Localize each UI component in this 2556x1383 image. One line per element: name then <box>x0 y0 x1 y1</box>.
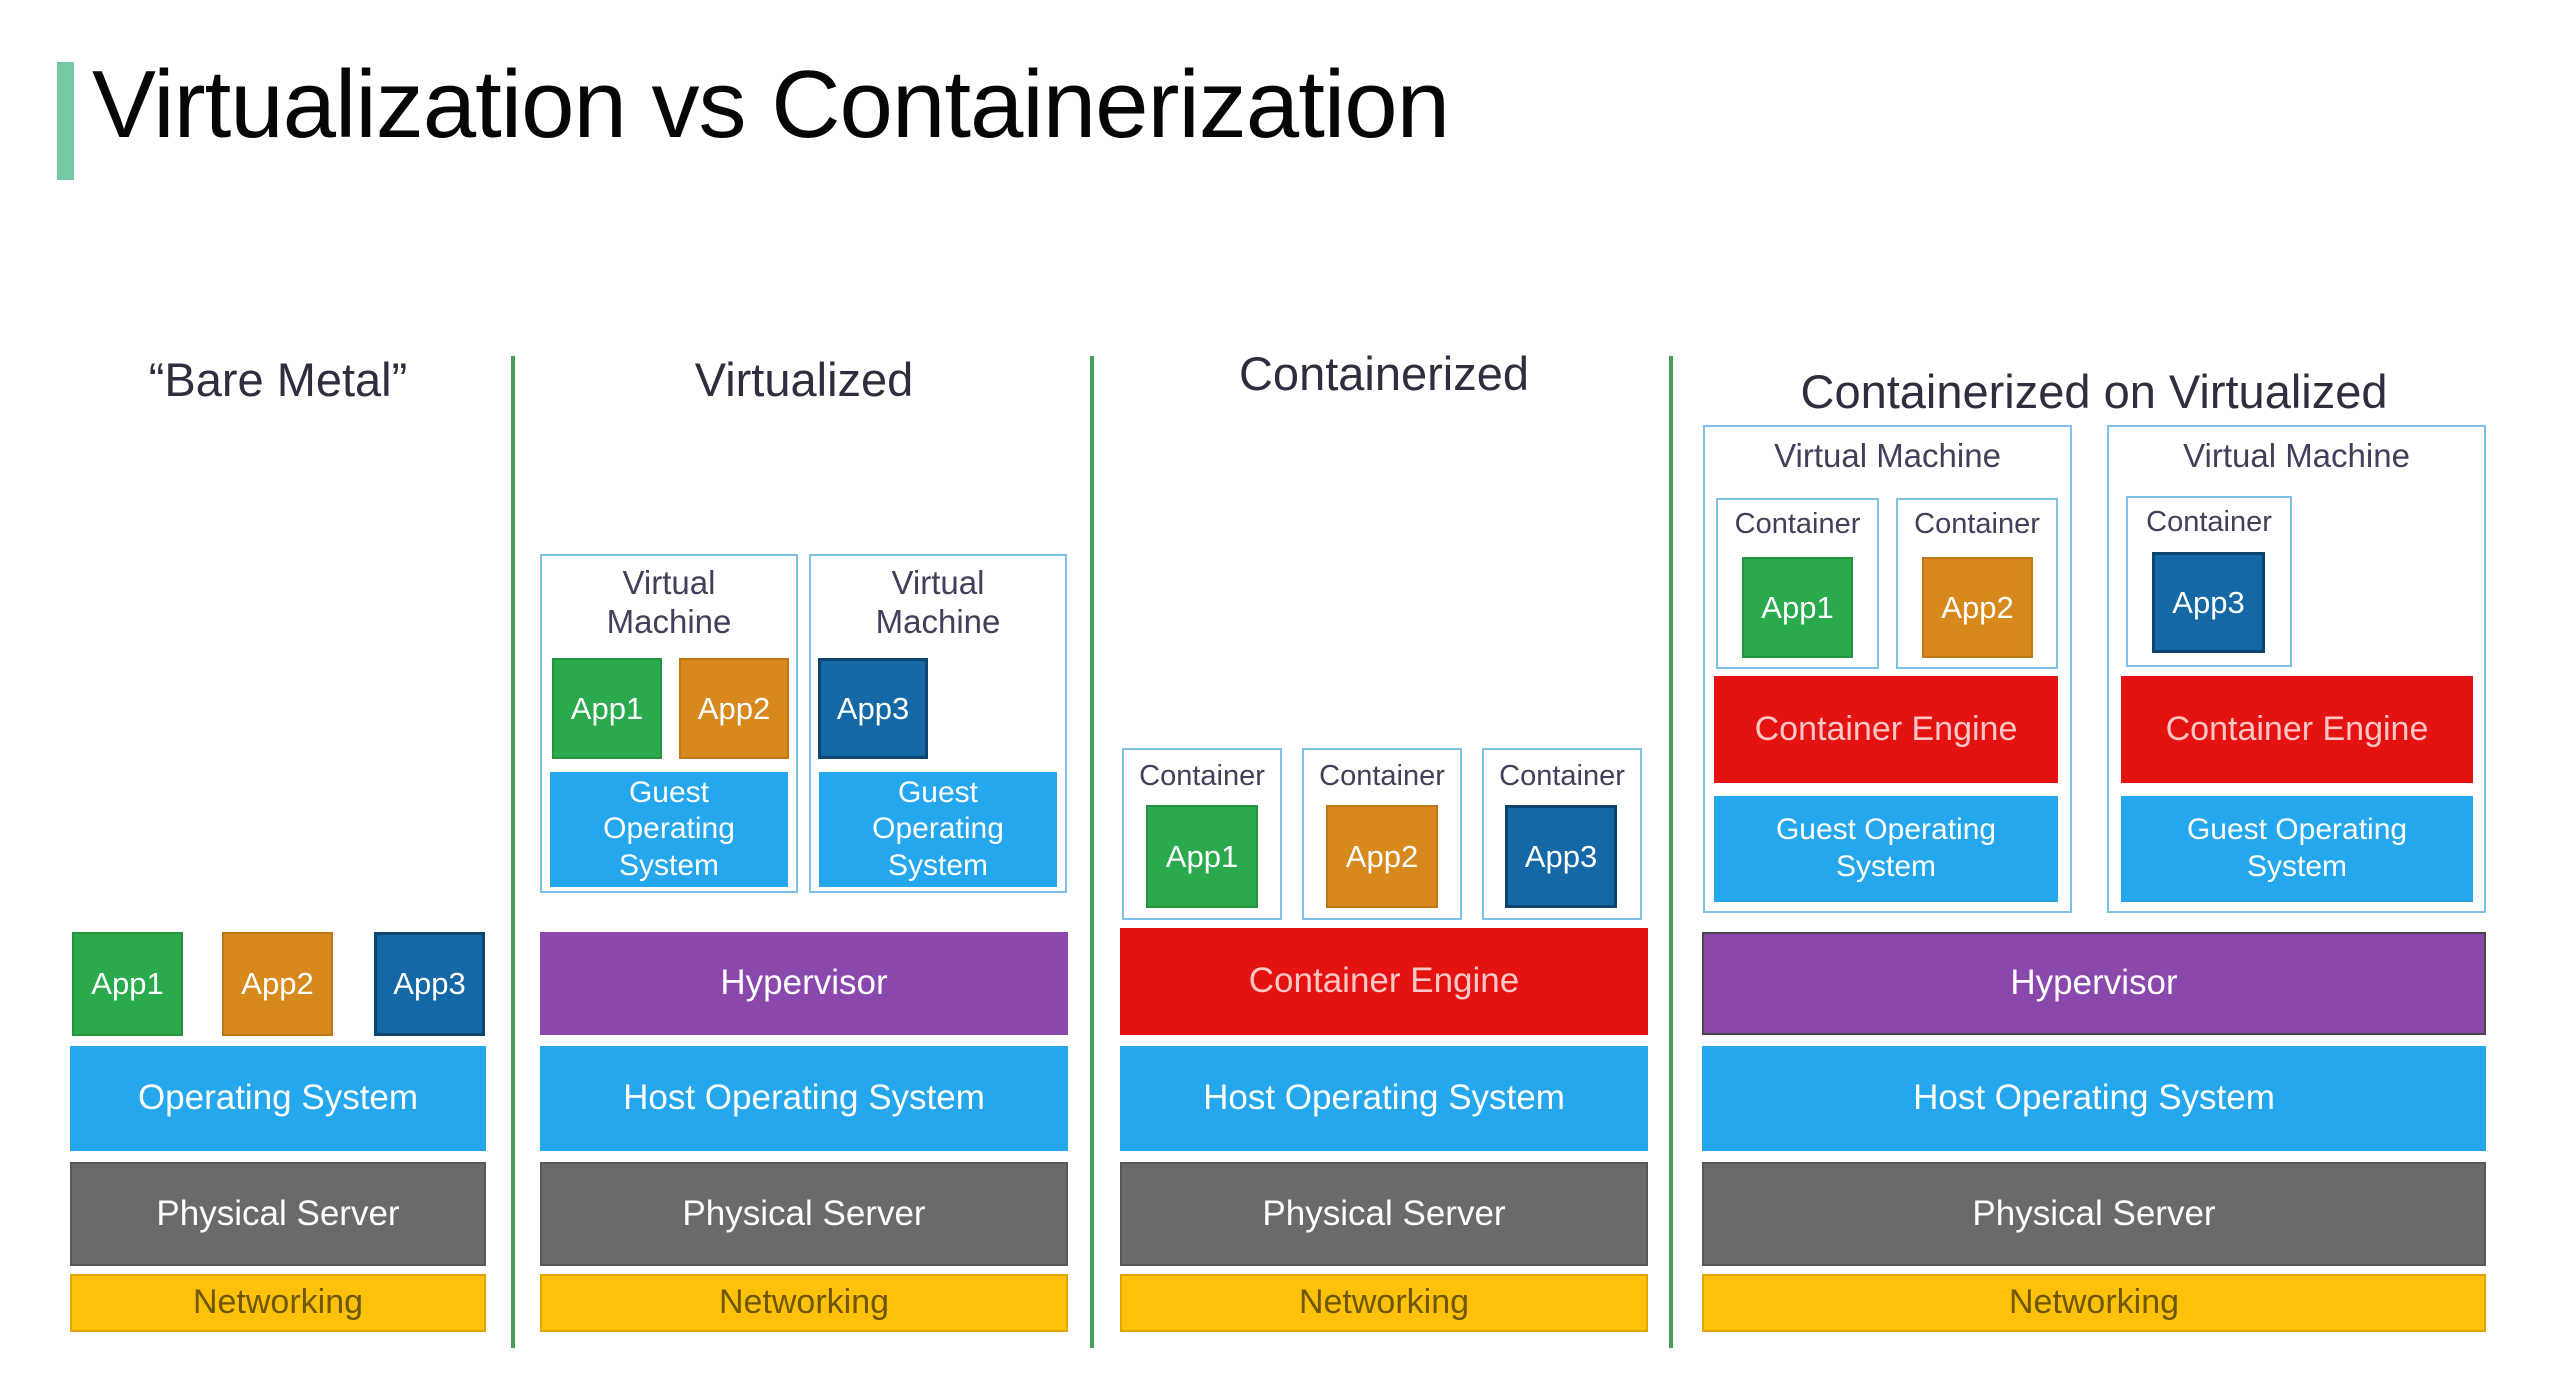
guest-operating-system-bar: Guest Operating System <box>2121 796 2473 902</box>
physical-server-bar: Physical Server <box>1702 1162 2486 1266</box>
app2-box: App2 <box>1922 557 2033 658</box>
app1-box: App1 <box>552 658 662 759</box>
app3-box: App3 <box>374 932 485 1036</box>
app1-box: App1 <box>72 932 183 1036</box>
container-box: Container App1 <box>1122 748 1282 920</box>
guest-operating-system-text: Guest Operating System <box>872 775 1004 882</box>
hypervisor-bar: Hypervisor <box>540 932 1068 1035</box>
host-operating-system-bar: Host Operating System <box>1702 1046 2486 1151</box>
page-title: Virtualization vs Containerization <box>92 51 1450 158</box>
app3-box: App3 <box>1505 805 1617 908</box>
app2-box: App2 <box>679 658 789 759</box>
physical-server-bar: Physical Server <box>70 1162 486 1266</box>
app1-box: App1 <box>1146 805 1258 908</box>
app2-box: App2 <box>1326 805 1438 908</box>
virtual-machine-label: Virtual Machine <box>1774 437 2001 474</box>
virtual-machine-label: Virtual Machine <box>811 564 1065 642</box>
physical-server-bar: Physical Server <box>540 1162 1068 1266</box>
app3-box: App3 <box>818 658 928 759</box>
title-accent-bar <box>57 62 74 180</box>
column-header-bare-metal: “Bare Metal” <box>148 353 408 406</box>
container-box: Container App2 <box>1896 498 2058 669</box>
networking-bar: Networking <box>540 1274 1068 1332</box>
container-box: Container App3 <box>2126 496 2292 667</box>
virtual-machine-box: Virtual Machine App3 Guest Operating Sys… <box>809 554 1067 893</box>
guest-operating-system-bar: Guest Operating System <box>550 772 788 887</box>
guest-operating-system-text: Guest Operating System <box>603 775 735 882</box>
container-box: Container App2 <box>1302 748 1462 920</box>
physical-server-bar: Physical Server <box>1120 1162 1648 1266</box>
host-operating-system-bar: Host Operating System <box>540 1046 1068 1151</box>
column-header-containerized-on-virtualized: Containerized on Virtualized <box>1800 365 2388 418</box>
container-label: Container <box>1914 508 2040 540</box>
host-operating-system-bar: Host Operating System <box>1120 1046 1648 1151</box>
container-engine-bar: Container Engine <box>1714 676 2058 783</box>
column-divider-1 <box>511 356 515 1348</box>
virtual-machine-box: Virtual Machine App1 App2 Guest Operatin… <box>540 554 798 893</box>
virtual-machine-box: Virtual Machine Container App3 Container… <box>2107 425 2486 913</box>
guest-operating-system-bar: Guest Operating System <box>1714 796 2058 902</box>
container-label: Container <box>1139 760 1265 792</box>
app1-box: App1 <box>1742 557 1853 658</box>
container-label: Container <box>1499 760 1625 792</box>
networking-bar: Networking <box>70 1274 486 1332</box>
virtual-machine-box: Virtual Machine Container App1 Container… <box>1703 425 2072 913</box>
container-box: Container App3 <box>1482 748 1642 920</box>
virtual-machine-label: Virtual Machine <box>2183 437 2410 474</box>
container-label: Container <box>1734 508 1861 540</box>
guest-operating-system-text: Guest Operating System <box>2186 813 2408 883</box>
guest-operating-system-bar: Guest Operating System <box>819 772 1057 887</box>
app2-box: App2 <box>222 932 333 1036</box>
container-engine-bar: Container Engine <box>2121 676 2473 783</box>
virtual-machine-label-text: Virtual Machine <box>606 564 732 640</box>
guest-operating-system-text: Guest Operating System <box>1775 813 1997 883</box>
column-header-virtualized: Virtualized <box>694 353 914 406</box>
virtual-machine-label-text: Virtual Machine <box>875 564 1001 640</box>
container-label: Container <box>1319 760 1445 792</box>
hypervisor-bar: Hypervisor <box>1702 932 2486 1035</box>
networking-bar: Networking <box>1120 1274 1648 1332</box>
column-divider-3 <box>1669 356 1673 1348</box>
networking-bar: Networking <box>1702 1274 2486 1332</box>
virtual-machine-label: Virtual Machine <box>542 564 796 642</box>
app3-box: App3 <box>2152 552 2265 653</box>
container-box: Container App1 <box>1716 498 1879 669</box>
column-header-containerized: Containerized <box>1238 347 1529 400</box>
container-label: Container <box>2146 506 2272 538</box>
container-engine-bar: Container Engine <box>1120 928 1648 1035</box>
operating-system-bar: Operating System <box>70 1046 486 1151</box>
column-divider-2 <box>1090 356 1094 1348</box>
